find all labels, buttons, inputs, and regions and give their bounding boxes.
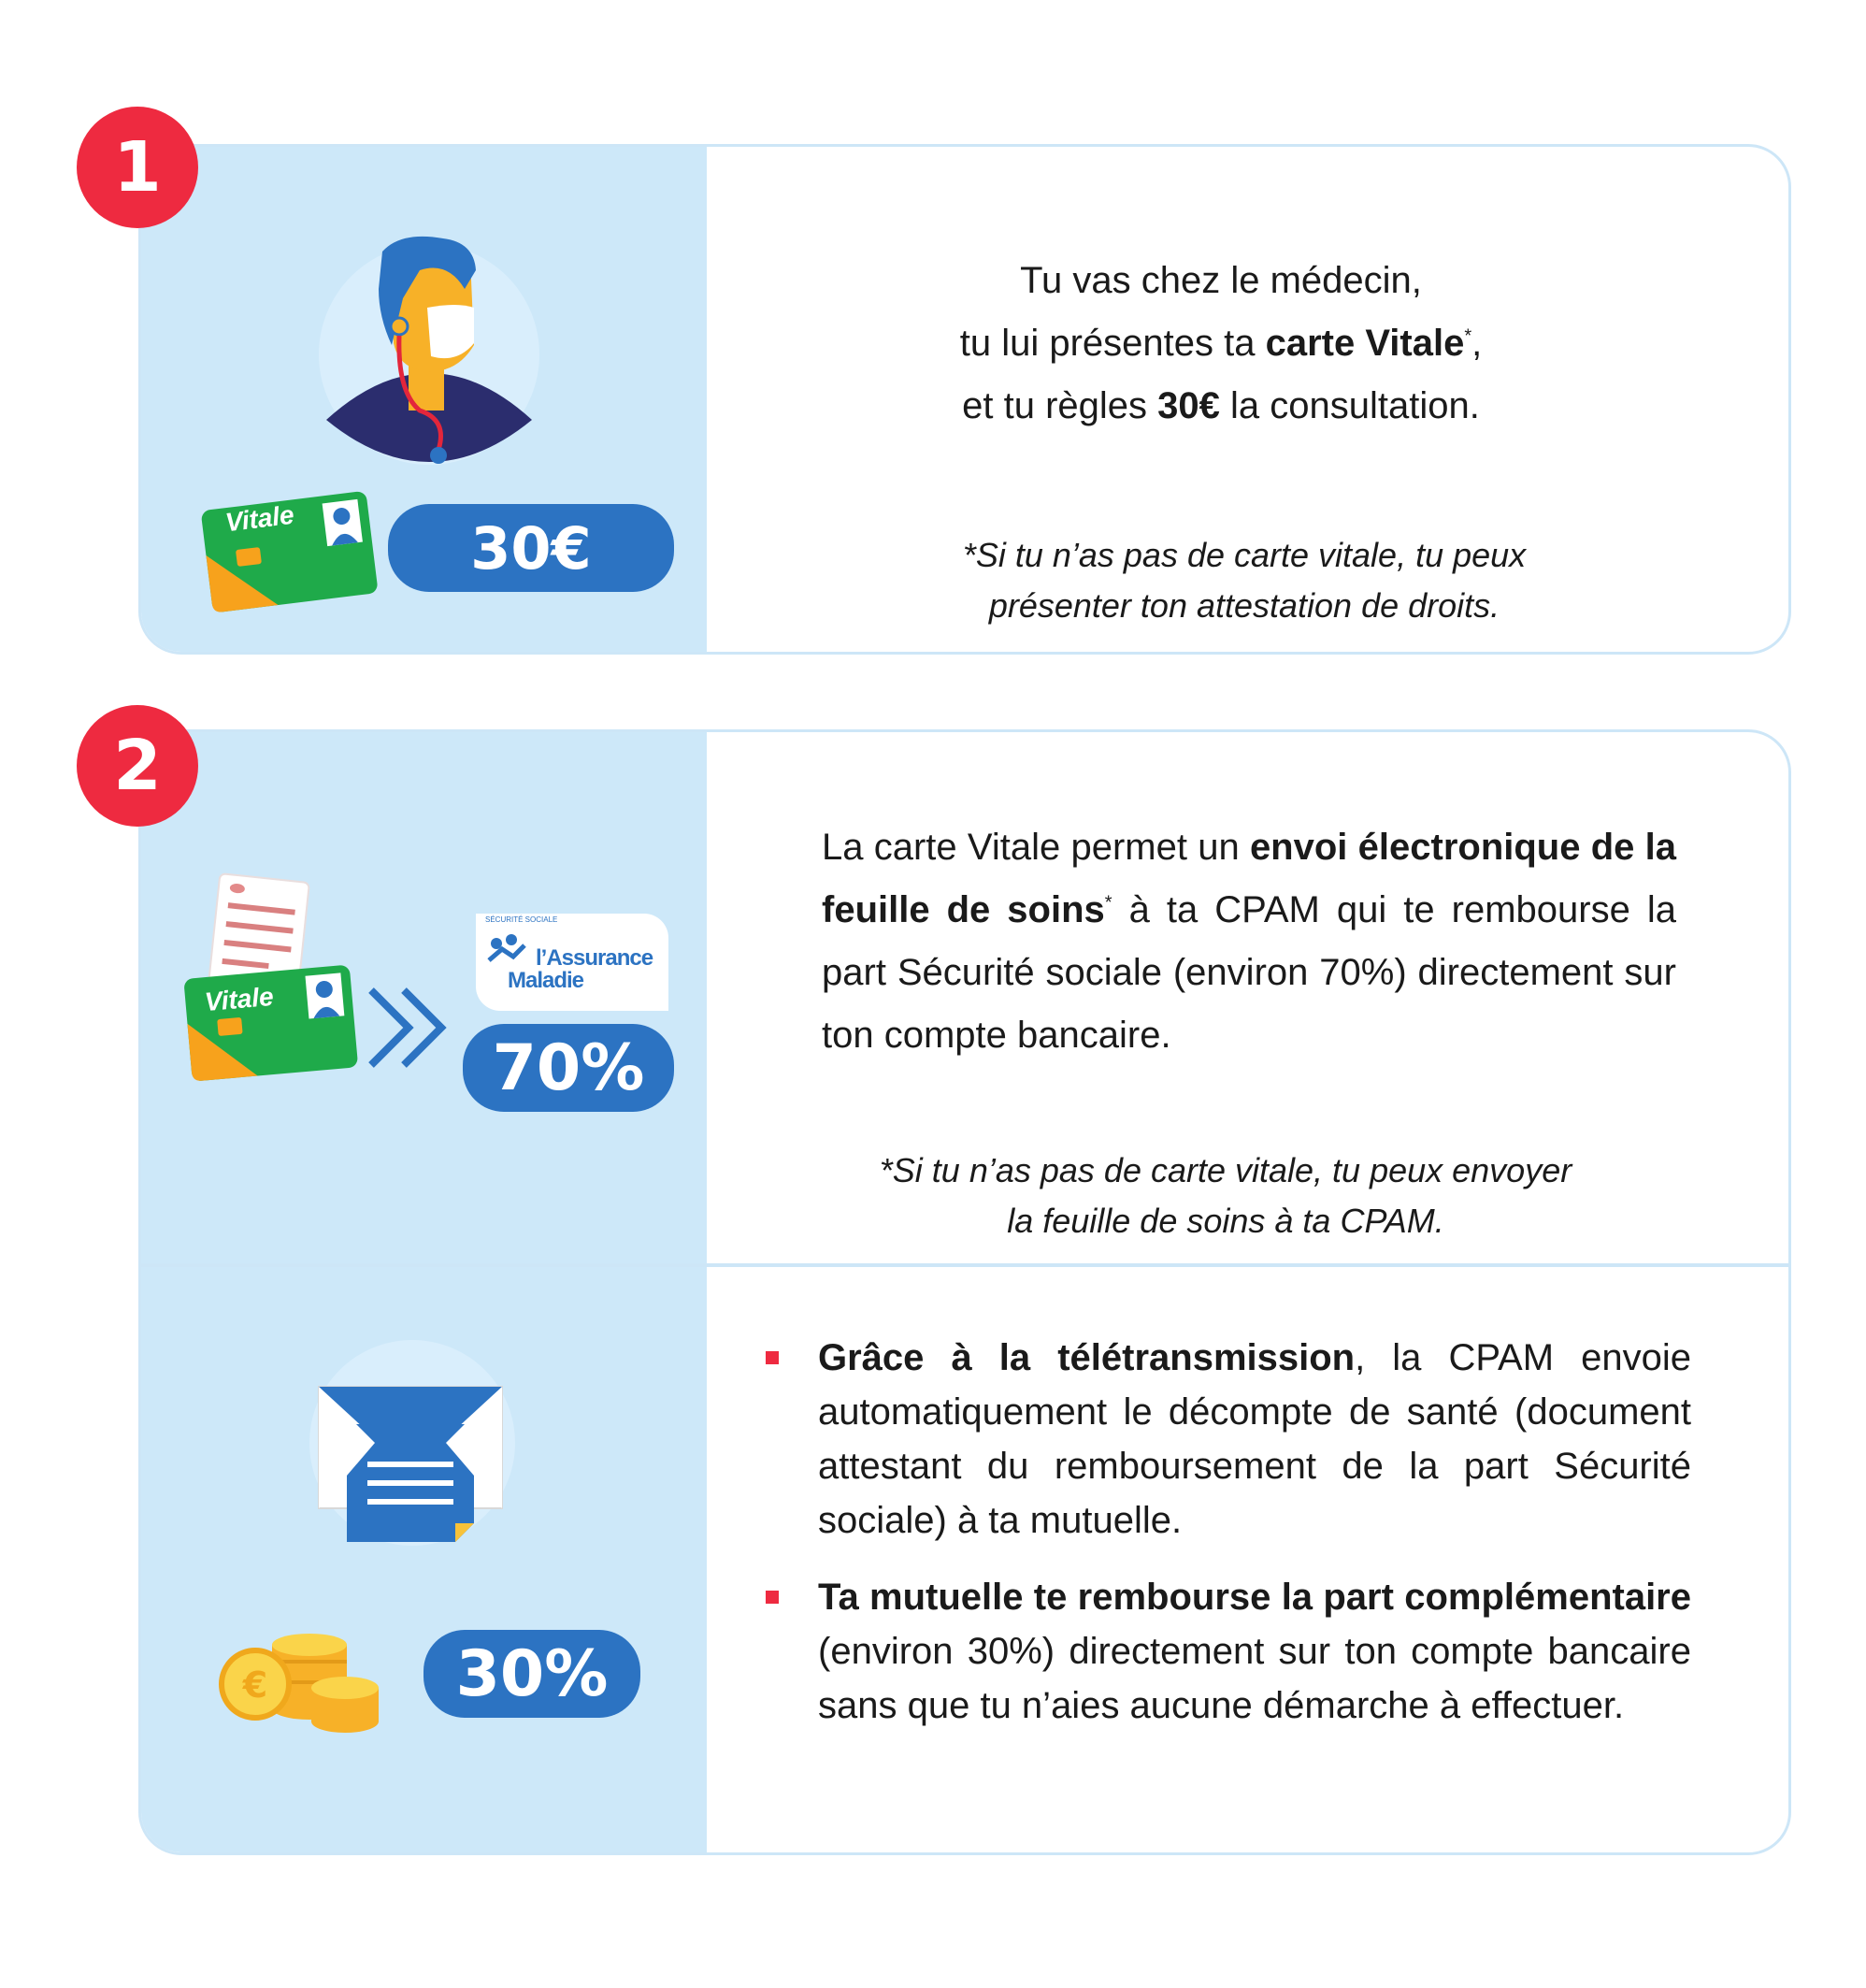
logo-text-line-1: l’Assurance <box>536 945 653 971</box>
logo-small-text: SÉCURITÉ SOCIALE <box>485 915 558 924</box>
step-1-line-2: tu lui présentes ta carte Vitale*, <box>959 323 1483 364</box>
envelope-document-icon <box>309 1340 515 1546</box>
step-1-text: Tu vas chez le médecin, tu lui présentes… <box>749 250 1693 438</box>
doctor-icon <box>319 236 539 465</box>
bullet-marker <box>766 1351 779 1364</box>
vitale-card-label-2: Vitale <box>203 981 275 1017</box>
reimbursement-30-pill: 30% <box>423 1630 640 1718</box>
step-number-badge-1: 1 <box>77 107 198 228</box>
double-chevron-right-icon <box>368 987 447 1068</box>
assurance-maladie-emblem-icon <box>487 934 526 962</box>
step-1-line-1: Tu vas chez le médecin, <box>1020 260 1422 301</box>
step-3-bullets: Grâce à la télétransmission, la CPAM env… <box>766 1331 1691 1755</box>
step-2-card: Vitale SÉCURITÉ SOCIALE l’Assurance Mala… <box>138 729 1791 1855</box>
logo-text-line-2: Maladie <box>508 968 584 993</box>
svg-text:€: € <box>242 1664 267 1706</box>
bullet-mutuelle: Ta mutuelle te rembourse la part complém… <box>766 1570 1691 1733</box>
step-2-footnote: *Si tu n’as pas de carte vitale, tu peux… <box>879 1151 1572 1240</box>
vitale-card-icon <box>201 491 378 612</box>
step-1-footnote: *Si tu n’as pas de carte vitale, tu peux… <box>962 536 1527 625</box>
step-1-card: Vitale 30€ Tu vas chez le médecin, tu lu… <box>138 144 1791 655</box>
step-1-line-3: et tu règles 30€ la consultation. <box>962 385 1480 426</box>
step-number-badge-2: 2 <box>77 705 198 827</box>
section-divider <box>141 1263 1788 1267</box>
vitale-card-icon-2 <box>184 965 358 1081</box>
care-sheet-icon <box>208 872 310 993</box>
bullet-marker <box>766 1591 779 1604</box>
bullet-teletransmission: Grâce à la télétransmission, la CPAM env… <box>766 1331 1691 1548</box>
consultation-amount-pill: 30€ <box>388 504 674 592</box>
assurance-maladie-logo: SÉCURITÉ SOCIALE l’Assurance Maladie <box>476 914 668 1011</box>
reimbursement-70-pill: 70% <box>463 1024 674 1112</box>
step-1-illustration-panel: Vitale 30€ <box>141 147 707 652</box>
step-2-text: La carte Vitale permet un envoi électron… <box>822 827 1676 1056</box>
euro-coins-icon: € <box>219 1634 379 1733</box>
